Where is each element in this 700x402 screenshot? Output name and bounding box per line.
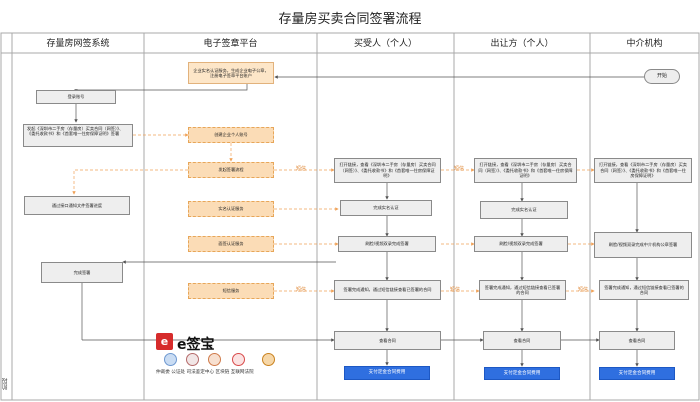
lane-header-agent: 中介机构 xyxy=(626,39,663,49)
node-buyer-open: 打开链接，查看《深圳市二手房（存量房）买卖合同（网签）》、《委托收款书》和《首套… xyxy=(334,158,441,183)
court-seal-icon xyxy=(262,353,275,366)
node-seller-face: 刷脸/视频双录完成签署 xyxy=(474,236,568,252)
edge-label-sms: 短信 xyxy=(296,287,307,293)
esign-logo-icon: e xyxy=(156,333,173,350)
lane-header-seller: 出让方（个人） xyxy=(490,39,554,49)
node-seller-pay: 支付定金合同费用 xyxy=(484,367,560,380)
side-label: 阶段 xyxy=(2,378,9,390)
lane-header-registry: 存量房网签系统 xyxy=(46,39,110,49)
page-title: 存量房买卖合同签署流程 xyxy=(278,12,422,27)
node-notify-progress: 通过接口通知文件签署进度 xyxy=(24,196,130,215)
node-realname-service: 实名认证服务 xyxy=(188,201,274,217)
notary-seal-icon xyxy=(186,353,199,366)
lane-header-buyer: 买受人（个人） xyxy=(353,39,417,49)
node-enterprise-auth: 企业实名认证服务，生成企业电子公章，注册电子签章平台账户 xyxy=(188,62,274,84)
node-agent-pay: 支付定金合同费用 xyxy=(599,367,675,380)
node-agent-view: 查看合同 xyxy=(599,331,675,350)
node-buyer-view: 查看合同 xyxy=(334,331,441,350)
swimlane-frame xyxy=(0,32,700,401)
node-seller-sms: 签署完成通知，通过短信链接查看已签署的合同 xyxy=(479,280,566,300)
node-agent-sms: 签署完成通知，通过短信链接查看已签署的合同 xyxy=(599,280,689,300)
node-start-signing: 发起签署流程 xyxy=(188,162,274,178)
partner-labels: 仲裁委 公证处 司法鉴定中心 区块链 互联网法院 xyxy=(156,370,254,375)
node-generate-contract: 发起《深圳市二手房（存量房）买卖合同（网签）》、 《委托收款书》和《首套唯一住房… xyxy=(23,124,133,147)
node-buyer-sms: 签署完成通知，通过短信链接查看已签署的合同 xyxy=(334,280,441,300)
node-agent-open: 打开链接，查看《深圳市二手房（存量房）买卖合同（网签）》、《委托收款书》和《首套… xyxy=(594,158,692,183)
start-node: 开始 xyxy=(644,69,680,84)
edge-label-sms: 短信 xyxy=(578,287,589,293)
node-sign-complete: 完成签署 xyxy=(41,262,123,283)
edge-label-sms: 短信 xyxy=(296,166,307,172)
edge-label-sms: 短信 xyxy=(450,287,461,293)
node-login-account: 登录账号 xyxy=(36,90,116,104)
node-create-account: 创建企业个人账号 xyxy=(188,127,274,143)
esign-logo-text: e签宝 xyxy=(177,337,215,353)
arbitration-seal-icon xyxy=(164,353,177,366)
edge-label-sms: 短信 xyxy=(454,166,465,172)
node-buyer-face: 刷脸/视频双录完成签署 xyxy=(338,236,436,252)
node-seller-auth: 完成实名认证 xyxy=(480,201,568,219)
node-face-service: 面签认证服务 xyxy=(188,236,274,252)
node-buyer-auth: 完成实名认证 xyxy=(340,200,432,216)
node-generate-contract-line1: 发起《深圳市二手房（存量房）买卖合同（网签）》、 xyxy=(27,126,124,131)
blockchain-seal-icon xyxy=(232,353,245,366)
forensic-seal-icon xyxy=(208,353,221,366)
lane-header-esign: 电子签章平台 xyxy=(203,39,258,49)
node-buyer-pay: 支付定金合同费用 xyxy=(344,366,430,380)
node-seller-open: 打开链接，查看《深圳市二手房（存量房）买卖合同（网签）》、《委托收款书》和《首套… xyxy=(474,158,577,183)
node-agent-face: 刷脸/视频双录完成中介机构公章签署 xyxy=(594,232,692,258)
node-generate-contract-line2: 《委托收款书》和《首套唯一住房保障证明》签署 xyxy=(27,131,120,137)
node-seller-view: 查看合同 xyxy=(483,331,561,350)
node-sms-service: 短信服务 xyxy=(188,283,274,299)
